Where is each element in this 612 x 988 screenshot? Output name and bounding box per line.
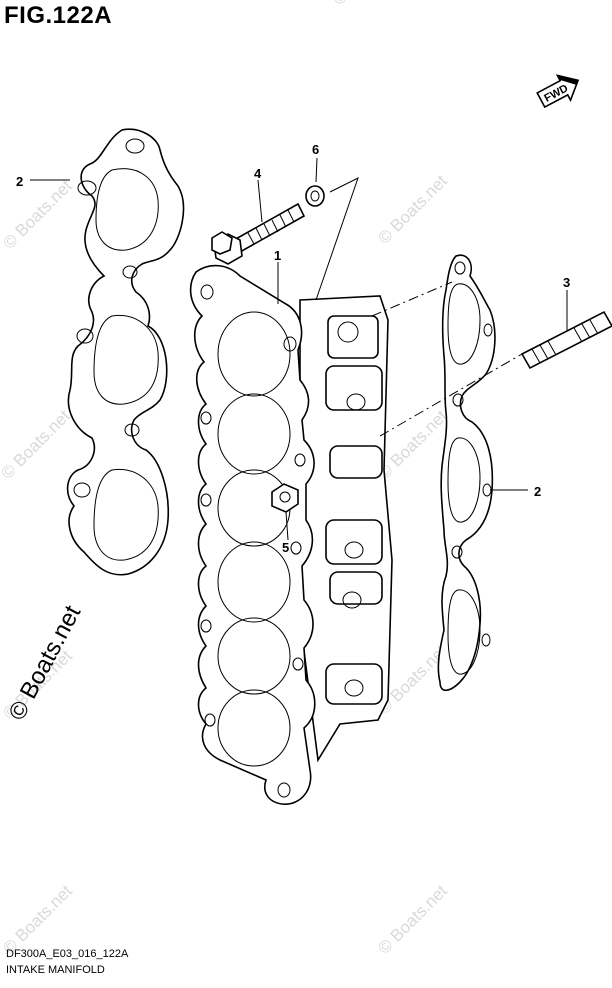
intake-manifold bbox=[189, 264, 393, 805]
watermark: © Boats.net bbox=[329, 0, 406, 9]
bolt bbox=[211, 202, 306, 265]
callouts: 1 2 2 3 4 5 6 bbox=[16, 142, 570, 555]
watermark: © Boats.net bbox=[374, 881, 451, 958]
watermark: © Boats.net bbox=[0, 881, 76, 958]
callout-label: 6 bbox=[312, 142, 319, 157]
watermark: © Boats.net bbox=[0, 406, 74, 483]
nut bbox=[271, 483, 299, 513]
watermark-large: © Boats.net bbox=[3, 601, 86, 725]
diagram-caption: INTAKE MANIFOLD bbox=[6, 964, 105, 976]
watermark: © Boats.net bbox=[0, 176, 76, 253]
callout-label: 1 bbox=[274, 248, 281, 263]
fwd-arrow-icon: FWD bbox=[536, 74, 580, 109]
figure-title: FIG.122A bbox=[4, 2, 113, 29]
callout-label: 4 bbox=[254, 166, 262, 181]
callout-label: 2 bbox=[16, 174, 23, 189]
leader-lines bbox=[30, 157, 568, 541]
callout-label: 3 bbox=[563, 275, 570, 290]
gasket-left bbox=[66, 128, 185, 576]
callout-label: 2 bbox=[534, 484, 541, 499]
gasket-right bbox=[437, 254, 496, 692]
watermark: © Boats.net bbox=[374, 171, 451, 248]
diagram-code: DF300A_E03_016_122A bbox=[6, 948, 129, 960]
mounting-bosses bbox=[325, 315, 383, 705]
callout-label: 5 bbox=[282, 540, 289, 555]
stud bbox=[520, 310, 612, 370]
washer bbox=[305, 185, 325, 207]
